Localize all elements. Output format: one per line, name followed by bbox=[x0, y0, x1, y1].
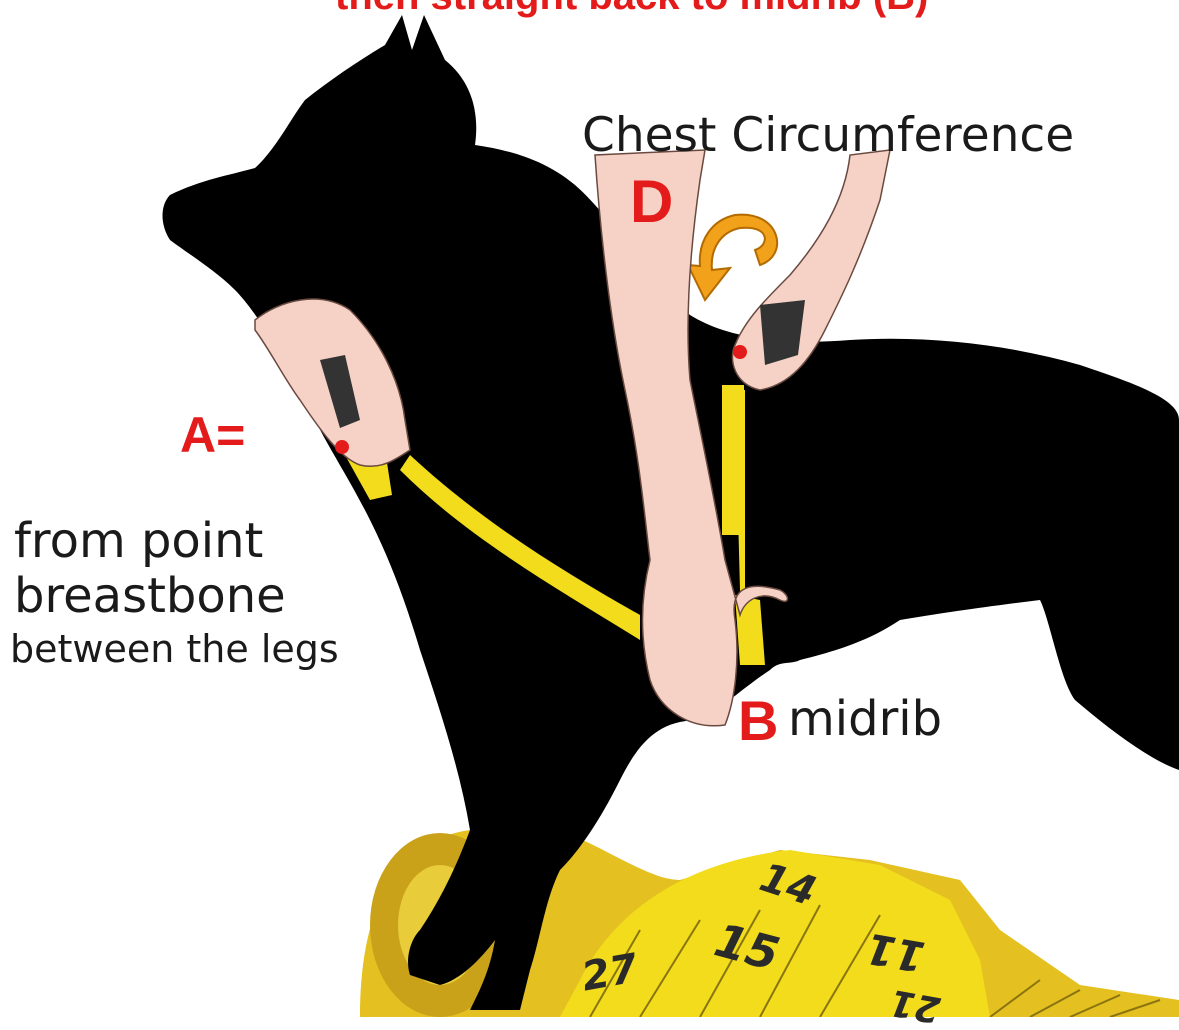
chest-circumference-label: Chest Circumference bbox=[582, 112, 1074, 159]
instruction-line-3: between the legs bbox=[10, 630, 339, 668]
instruction-line-1: from point bbox=[14, 517, 263, 565]
tape-number: 11 bbox=[862, 923, 928, 981]
point-d-label: D bbox=[630, 172, 673, 232]
instruction-line-2: breastbone bbox=[14, 572, 286, 620]
nail bbox=[733, 345, 747, 359]
arrow-icon bbox=[688, 215, 777, 300]
nail bbox=[335, 440, 349, 454]
point-b-label: B bbox=[738, 693, 778, 749]
midrib-label: midrib bbox=[788, 695, 942, 743]
tape-vertical-segment bbox=[722, 385, 744, 535]
tape-number: 21 bbox=[887, 981, 943, 1030]
point-a-label: A= bbox=[180, 410, 245, 460]
tape-number: 27 bbox=[578, 946, 641, 1001]
top-caption: then straight back to midrib (B) bbox=[335, 0, 928, 16]
